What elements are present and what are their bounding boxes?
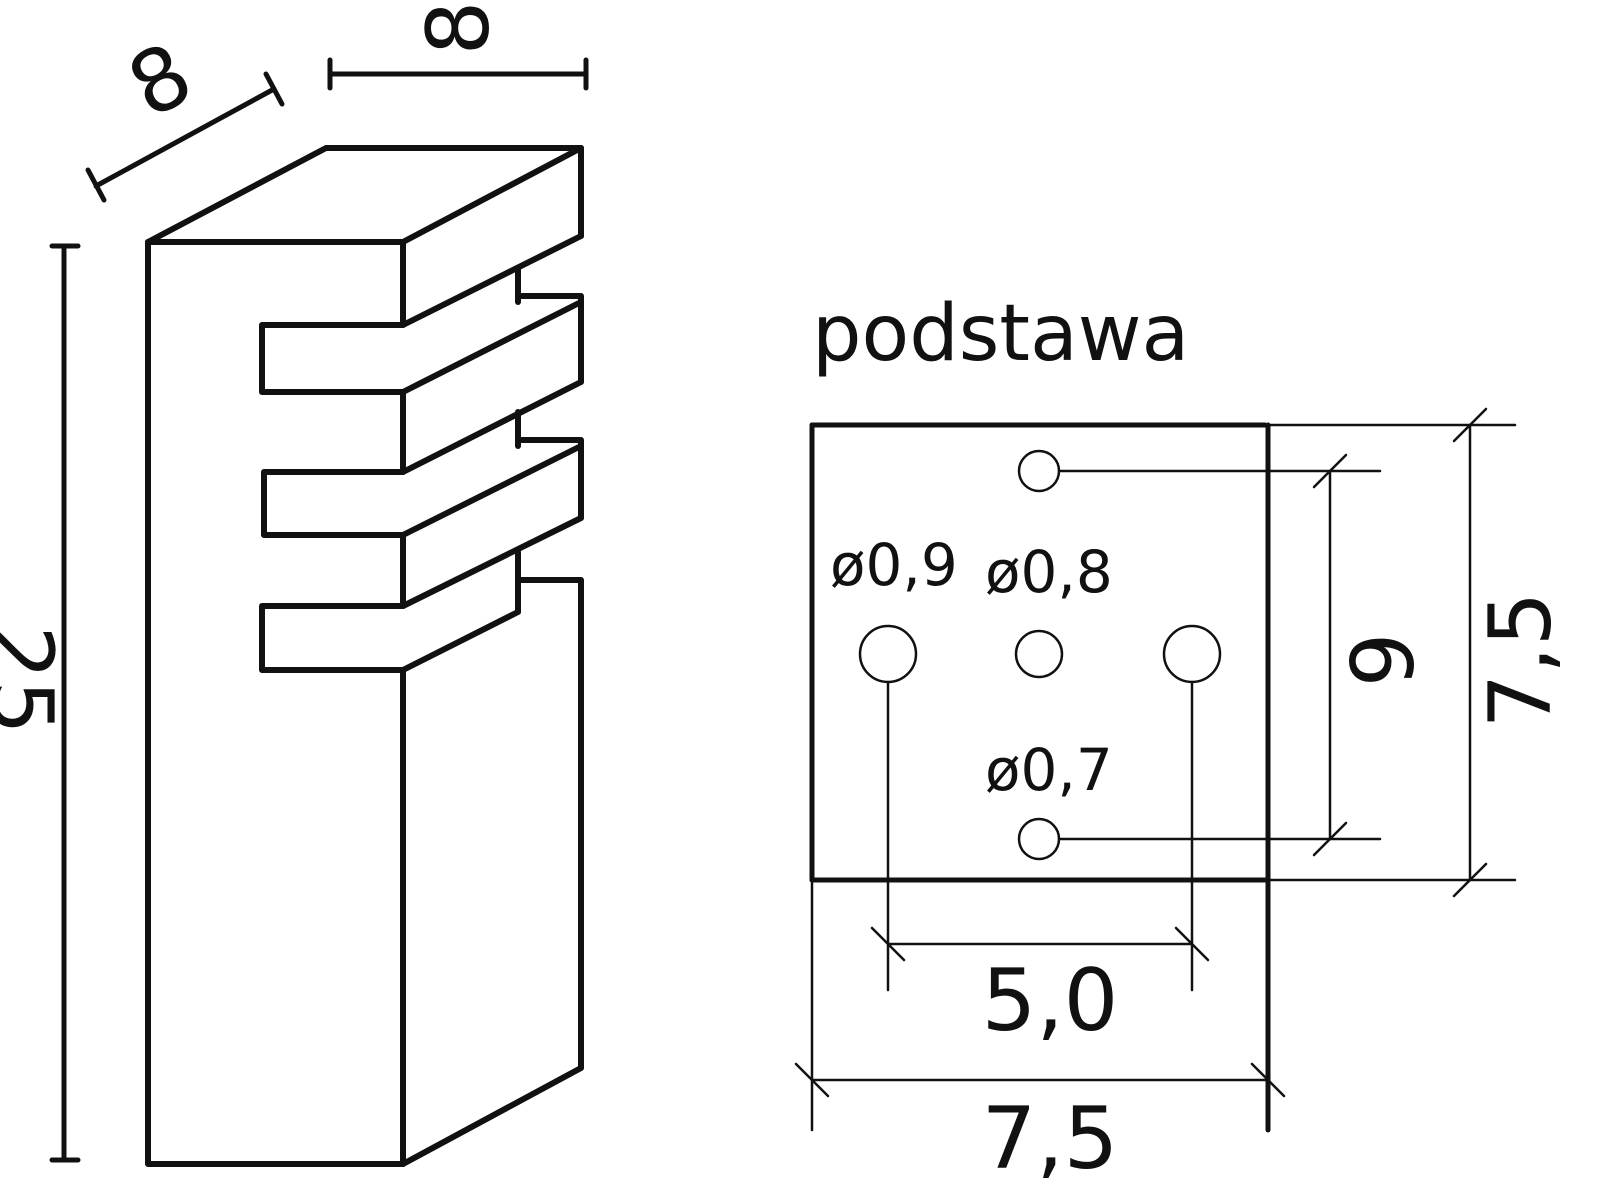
hole-center-label: ø0,8 <box>985 538 1113 606</box>
lamp-lower-right-face <box>400 577 584 1167</box>
lamp-height-label: 25 <box>0 625 71 734</box>
lamp-height-dimension: 25 <box>0 243 81 1163</box>
base-height-dimension: 7,5 <box>1452 407 1571 898</box>
hole-right-large <box>1162 624 1222 684</box>
lamp-isometric-view <box>145 145 584 1167</box>
hole-top-small <box>1017 449 1061 493</box>
lamp-left-face <box>145 239 406 1167</box>
lamp-top-lower-edge <box>400 233 584 328</box>
hole-left-large <box>858 624 918 684</box>
base-title: podstawa <box>812 289 1189 379</box>
louver-2-side <box>400 437 584 609</box>
louver-1 <box>259 322 406 395</box>
louver-3 <box>259 603 406 673</box>
louver-1-edge <box>400 299 584 395</box>
hole-large-label: ø0,9 <box>830 531 958 599</box>
lamp-width-label: 8 <box>113 24 208 138</box>
hole-extension-lines <box>886 469 1382 992</box>
lamp-depth-label: 8 <box>409 1 509 56</box>
hole-spacing-vertical-label: 6 <box>1329 633 1429 688</box>
hole-spacing-vertical-dimension: 6 <box>1312 453 1429 857</box>
louver-2 <box>261 469 406 538</box>
base-width-dimension: 7,5 <box>794 1062 1286 1183</box>
hole-bottom-small <box>1017 817 1061 861</box>
hole-spacing-horizontal-dimension: 5,0 <box>870 926 1210 1051</box>
louver-2-edge <box>400 443 584 538</box>
base-width-label: 7,5 <box>982 1089 1119 1183</box>
louver-1-side <box>400 293 584 475</box>
lamp-depth-dimension: 8 <box>327 1 589 91</box>
hole-spacing-horizontal-label: 5,0 <box>982 951 1119 1051</box>
hole-center <box>1014 629 1064 679</box>
base-height-label: 7,5 <box>1471 592 1571 729</box>
lamp-top-face <box>145 145 584 245</box>
lamp-width-dimension: 8 <box>85 24 285 203</box>
hole-small-label: ø0,7 <box>985 736 1113 804</box>
